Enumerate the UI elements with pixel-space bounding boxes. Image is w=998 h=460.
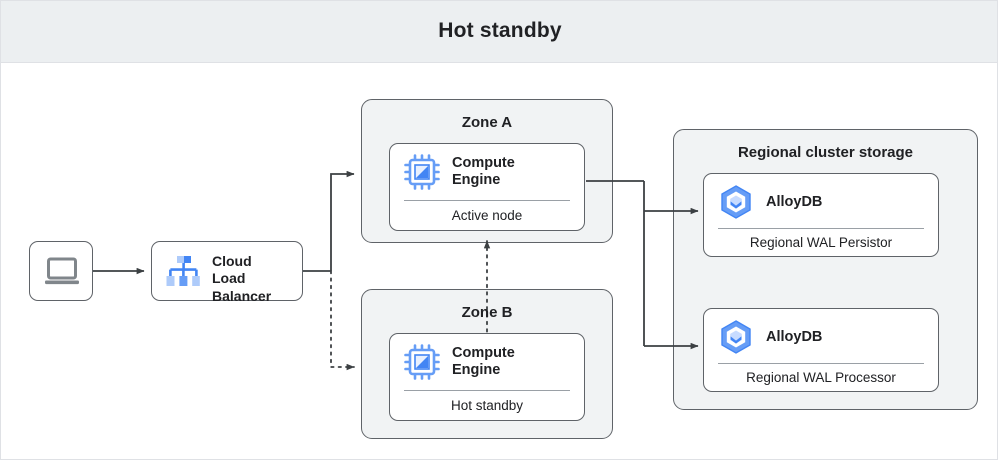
zone-b-title: Zone B [461,304,513,321]
card-title: AlloyDB [766,193,823,210]
lb-label-line-2: Load [212,270,246,287]
card-subtitle: Regional WAL Processor [746,370,896,385]
card-divider [718,363,924,364]
page-title: Hot standby [438,19,562,42]
card-subtitle: Active node [451,208,523,223]
alloydb-icon [721,185,751,219]
zone-a-title: Zone A [461,114,513,131]
card-title: Compute Engine [452,155,515,189]
laptop-icon [45,257,79,285]
card-header: Compute Engine [390,144,584,200]
lb-label-line-1: Cloud [212,253,252,269]
card-divider [718,228,924,229]
cloud-load-balancer-label: Cloud Load Balancer [212,253,271,305]
card-subtitle: Regional WAL Persistor [749,235,893,250]
compute-engine-icon [404,154,440,190]
alloydb-wal-persistor-card[interactable]: AlloyDB Regional WAL Persistor [703,173,939,257]
card-header: AlloyDB [704,174,938,230]
card-divider [404,390,570,391]
zone-b-compute-engine-card[interactable]: Compute Engine Hot standby [389,333,585,421]
client-node[interactable] [29,241,93,301]
zone-a-compute-engine-card[interactable]: Compute Engine Active node [389,143,585,231]
connector-lb-to-zone-b [330,270,355,371]
connector-lb-to-zone-a [330,170,355,271]
card-title-line-1: Compute [452,345,515,362]
compute-engine-icon [404,344,440,380]
alloydb-icon [721,320,751,354]
alloydb-wal-processor-card[interactable]: AlloyDB Regional WAL Processor [703,308,939,392]
card-divider [404,200,570,201]
card-title: AlloyDB [766,328,823,345]
card-header: Compute Engine [390,334,584,390]
cloud-load-balancer-node[interactable]: Cloud Load Balancer [151,241,303,304]
card-title-line-1: Compute [452,155,515,172]
regional-cluster-storage-title: Regional cluster storage [737,144,914,161]
card-title-line-2: Engine [452,362,501,378]
card-subtitle: Hot standby [450,398,524,413]
card-header: AlloyDB [704,309,938,365]
card-title-line-2: Engine [452,172,501,188]
card-title: Compute Engine [452,345,515,379]
lb-label-line-3: Balancer [212,287,272,304]
header-band [1,1,997,63]
cloud-load-balancer-icon [166,256,200,286]
